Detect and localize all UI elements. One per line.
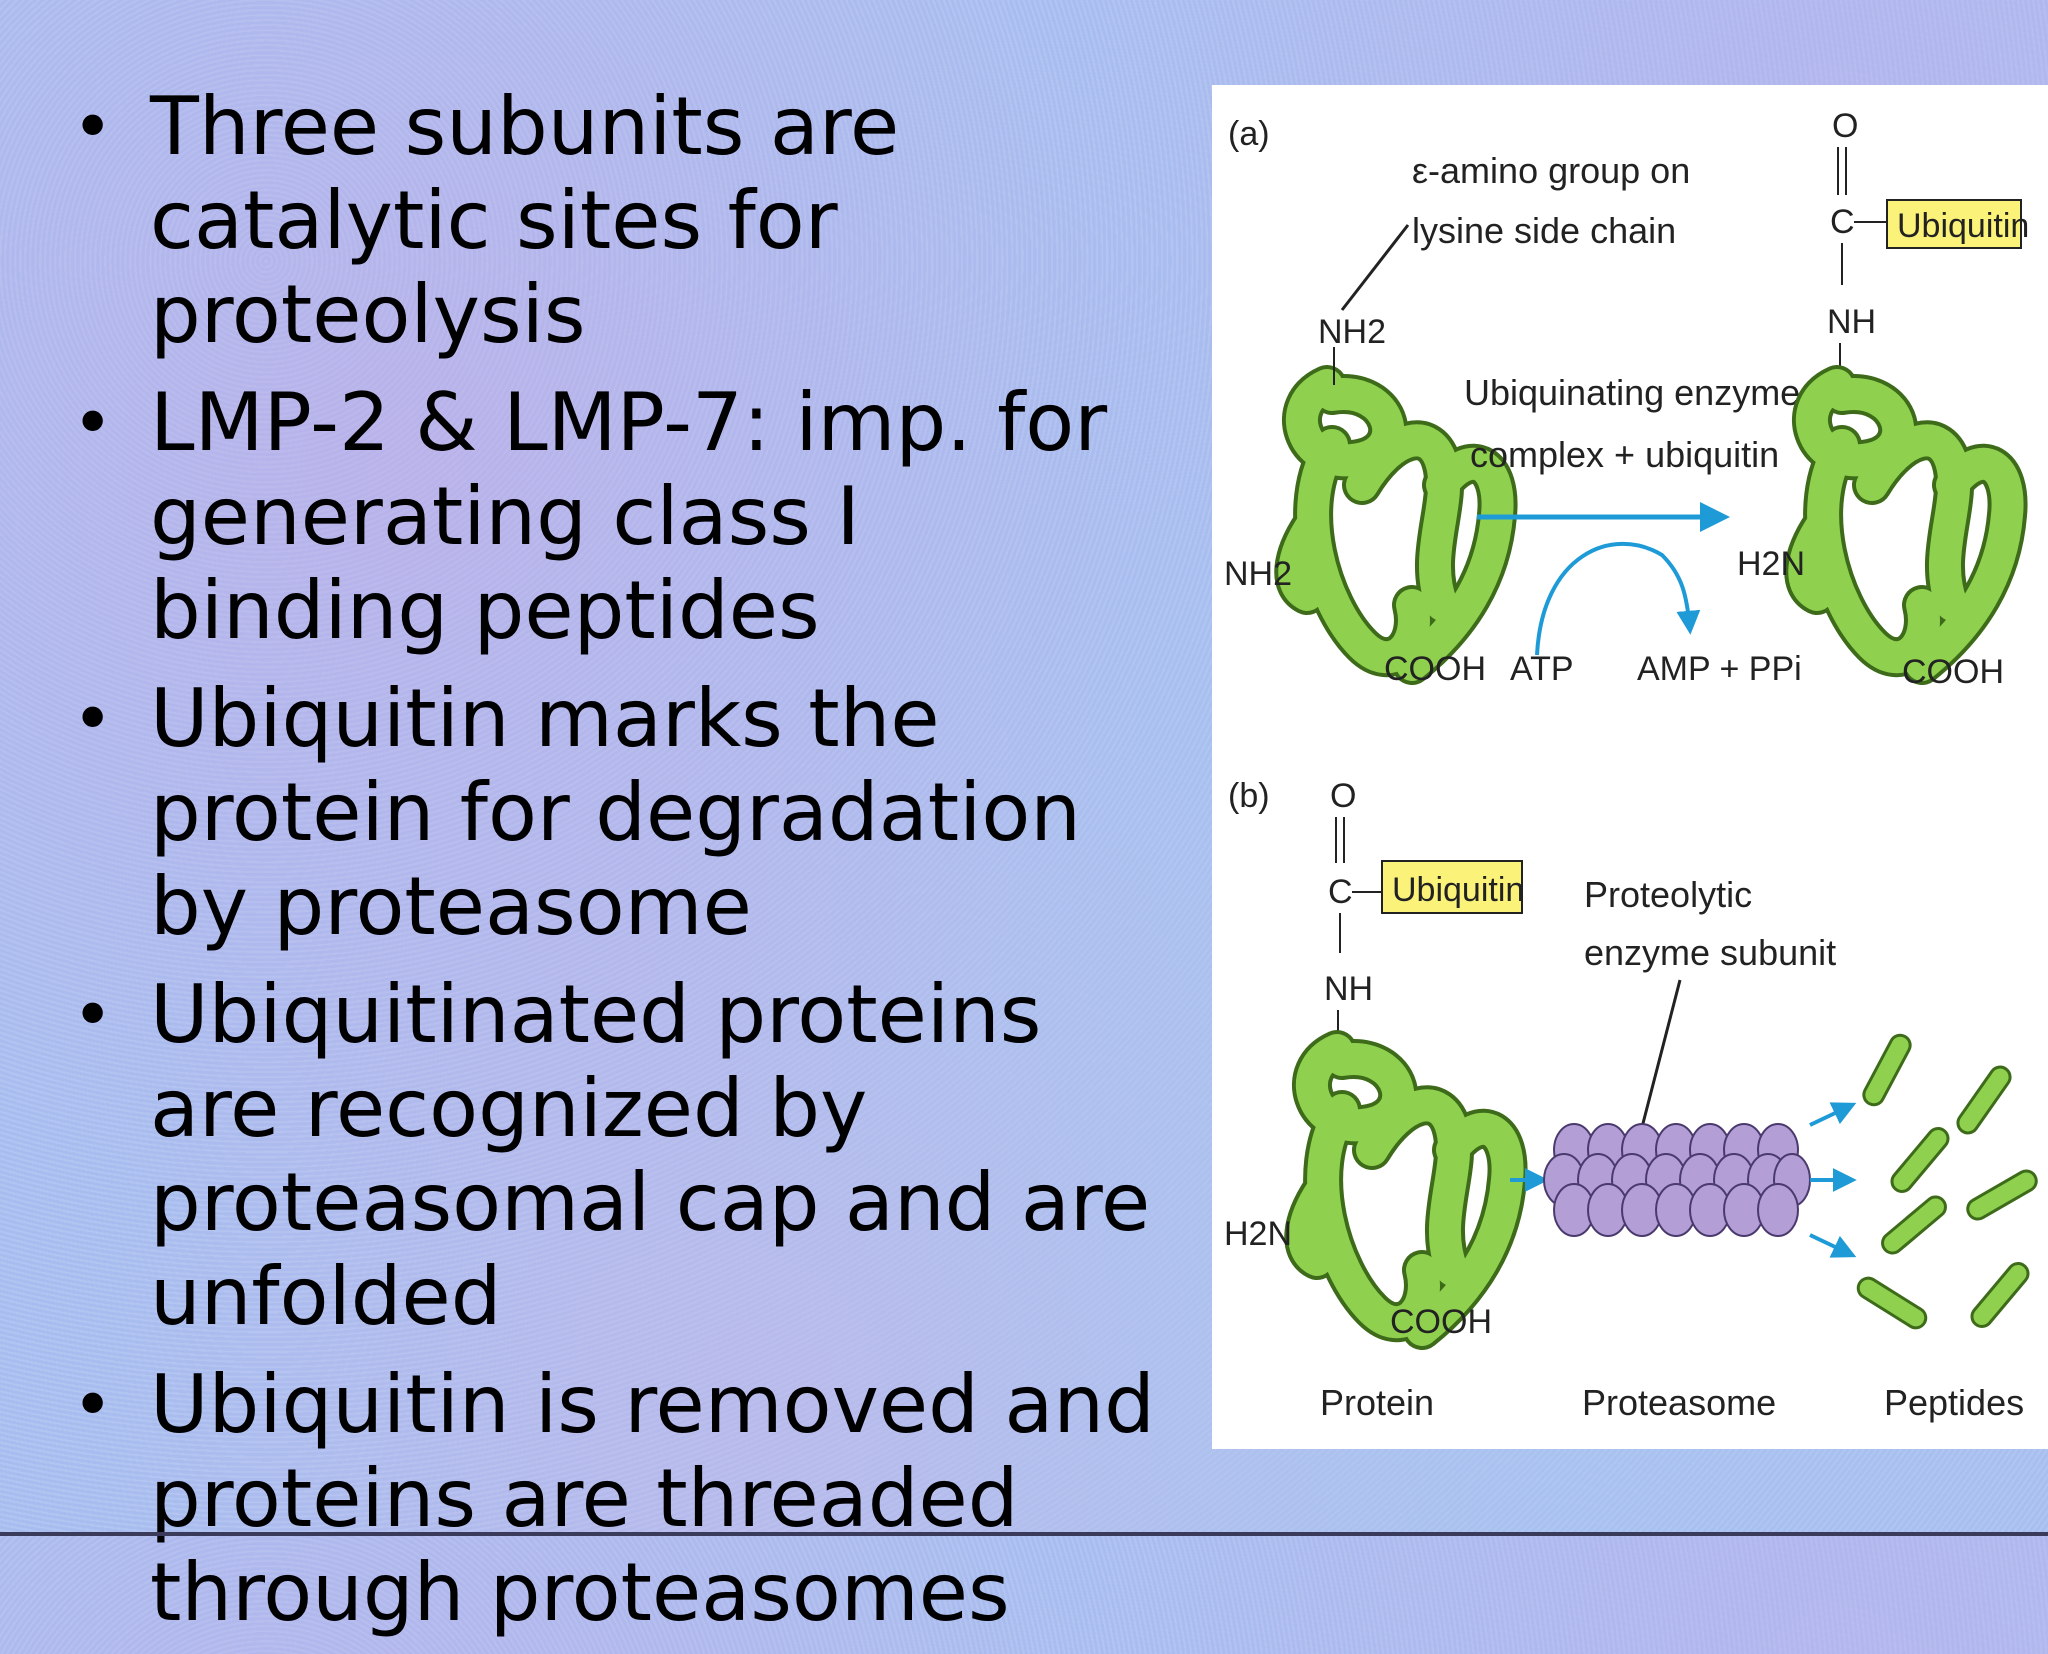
- cooh-label: COOH: [1390, 1303, 1492, 1341]
- h2n-right-label: H2N: [1737, 545, 1805, 583]
- bullet-dot-icon: •: [72, 86, 114, 168]
- bullet-list: • Three subunits are catalytic sites for…: [60, 80, 1180, 1654]
- panel-a-label: (a): [1228, 115, 1270, 153]
- ubiquitin-label: Ubiquitin: [1392, 871, 1524, 909]
- protein-coil-icon: [1274, 365, 1518, 685]
- bullet-text: Ubiquitinated proteins are recognized by…: [150, 968, 1151, 1343]
- ubiquitin-box-right: [1886, 199, 2022, 249]
- bullet-item: • LMP-2 & LMP-7: imp. for generating cla…: [60, 376, 1180, 658]
- protein-coil-icon: [1784, 365, 2028, 685]
- atp-label: ATP: [1510, 650, 1574, 688]
- bullet-item: • Ubiquitinated proteins are recognized …: [60, 968, 1180, 1344]
- epsilon-label-1: ε-amino group on: [1412, 150, 1690, 191]
- c-label: C: [1328, 873, 1353, 911]
- bullet-text: LMP-2 & LMP-7: imp. for generating class…: [150, 376, 1108, 657]
- bullet-text: Ubiquitin is removed and proteins are th…: [150, 1358, 1155, 1639]
- caption-protein: Protein: [1320, 1382, 1434, 1423]
- proteasome-icon: [1543, 1123, 1811, 1237]
- nh2-top-label: NH2: [1318, 313, 1386, 351]
- ubiquitin-proteasome-figure: (a) ε-amino group on lysine side chain N…: [1212, 85, 2048, 1449]
- bullet-item: • Three subunits are catalytic sites for…: [60, 80, 1180, 362]
- caption-peptides: Peptides: [1884, 1382, 2024, 1423]
- bullet-dot-icon: •: [72, 1364, 114, 1446]
- epsilon-label-2: lysine side chain: [1412, 210, 1676, 251]
- atp-curved-arrow: [1535, 541, 1701, 656]
- proteolytic-label-2: enzyme subunit: [1584, 932, 1836, 973]
- ubiquitin-right-label: Ubiquitin: [1897, 207, 2029, 245]
- caption-proteasome: Proteasome: [1582, 1382, 1776, 1423]
- bullet-dot-icon: •: [72, 382, 114, 464]
- bullet-item: • Ubiquitin is removed and proteins are …: [60, 1358, 1180, 1640]
- proteolytic-label-1: Proteolytic: [1584, 874, 1752, 915]
- epsilon-pointer-line: [1340, 224, 1410, 311]
- h2n-label: H2N: [1224, 1215, 1292, 1253]
- cooh-right-label: COOH: [1902, 653, 2004, 691]
- bullet-dot-icon: •: [72, 974, 114, 1056]
- bullet-item: • Ubiquitin marks the protein for degrad…: [60, 672, 1180, 954]
- c-right-label: C: [1830, 203, 1855, 241]
- nh-label: NH: [1324, 970, 1373, 1008]
- enzyme-label-1: Ubiquinating enzyme: [1464, 372, 1800, 413]
- panel-b-label: (b): [1228, 777, 1270, 815]
- nh-right-label: NH: [1827, 303, 1876, 341]
- nh2-left-label: NH2: [1224, 555, 1292, 593]
- bullet-dot-icon: •: [72, 678, 114, 760]
- o-right-label: O: [1832, 107, 1858, 145]
- figure-svg: (a) ε-amino group on lysine side chain N…: [1224, 107, 2038, 1423]
- o-label: O: [1330, 777, 1356, 815]
- to-peptides-arrows: [1809, 1102, 1857, 1258]
- amp-label: AMP + PPi: [1637, 650, 1802, 688]
- protein-coil-icon: [1284, 1030, 1528, 1350]
- peptides-icon: [1856, 1033, 2038, 1330]
- bullet-text: Three subunits are catalytic sites for p…: [150, 80, 900, 361]
- bullet-text: Ubiquitin marks the protein for degradat…: [150, 672, 1081, 953]
- proteolytic-pointer-line: [1638, 979, 1682, 1136]
- bottom-rule: [0, 1532, 2048, 1536]
- enzyme-label-2: complex + ubiquitin: [1470, 434, 1779, 475]
- ubiquitin-box: [1381, 860, 1523, 914]
- cooh-left-label: COOH: [1384, 650, 1486, 688]
